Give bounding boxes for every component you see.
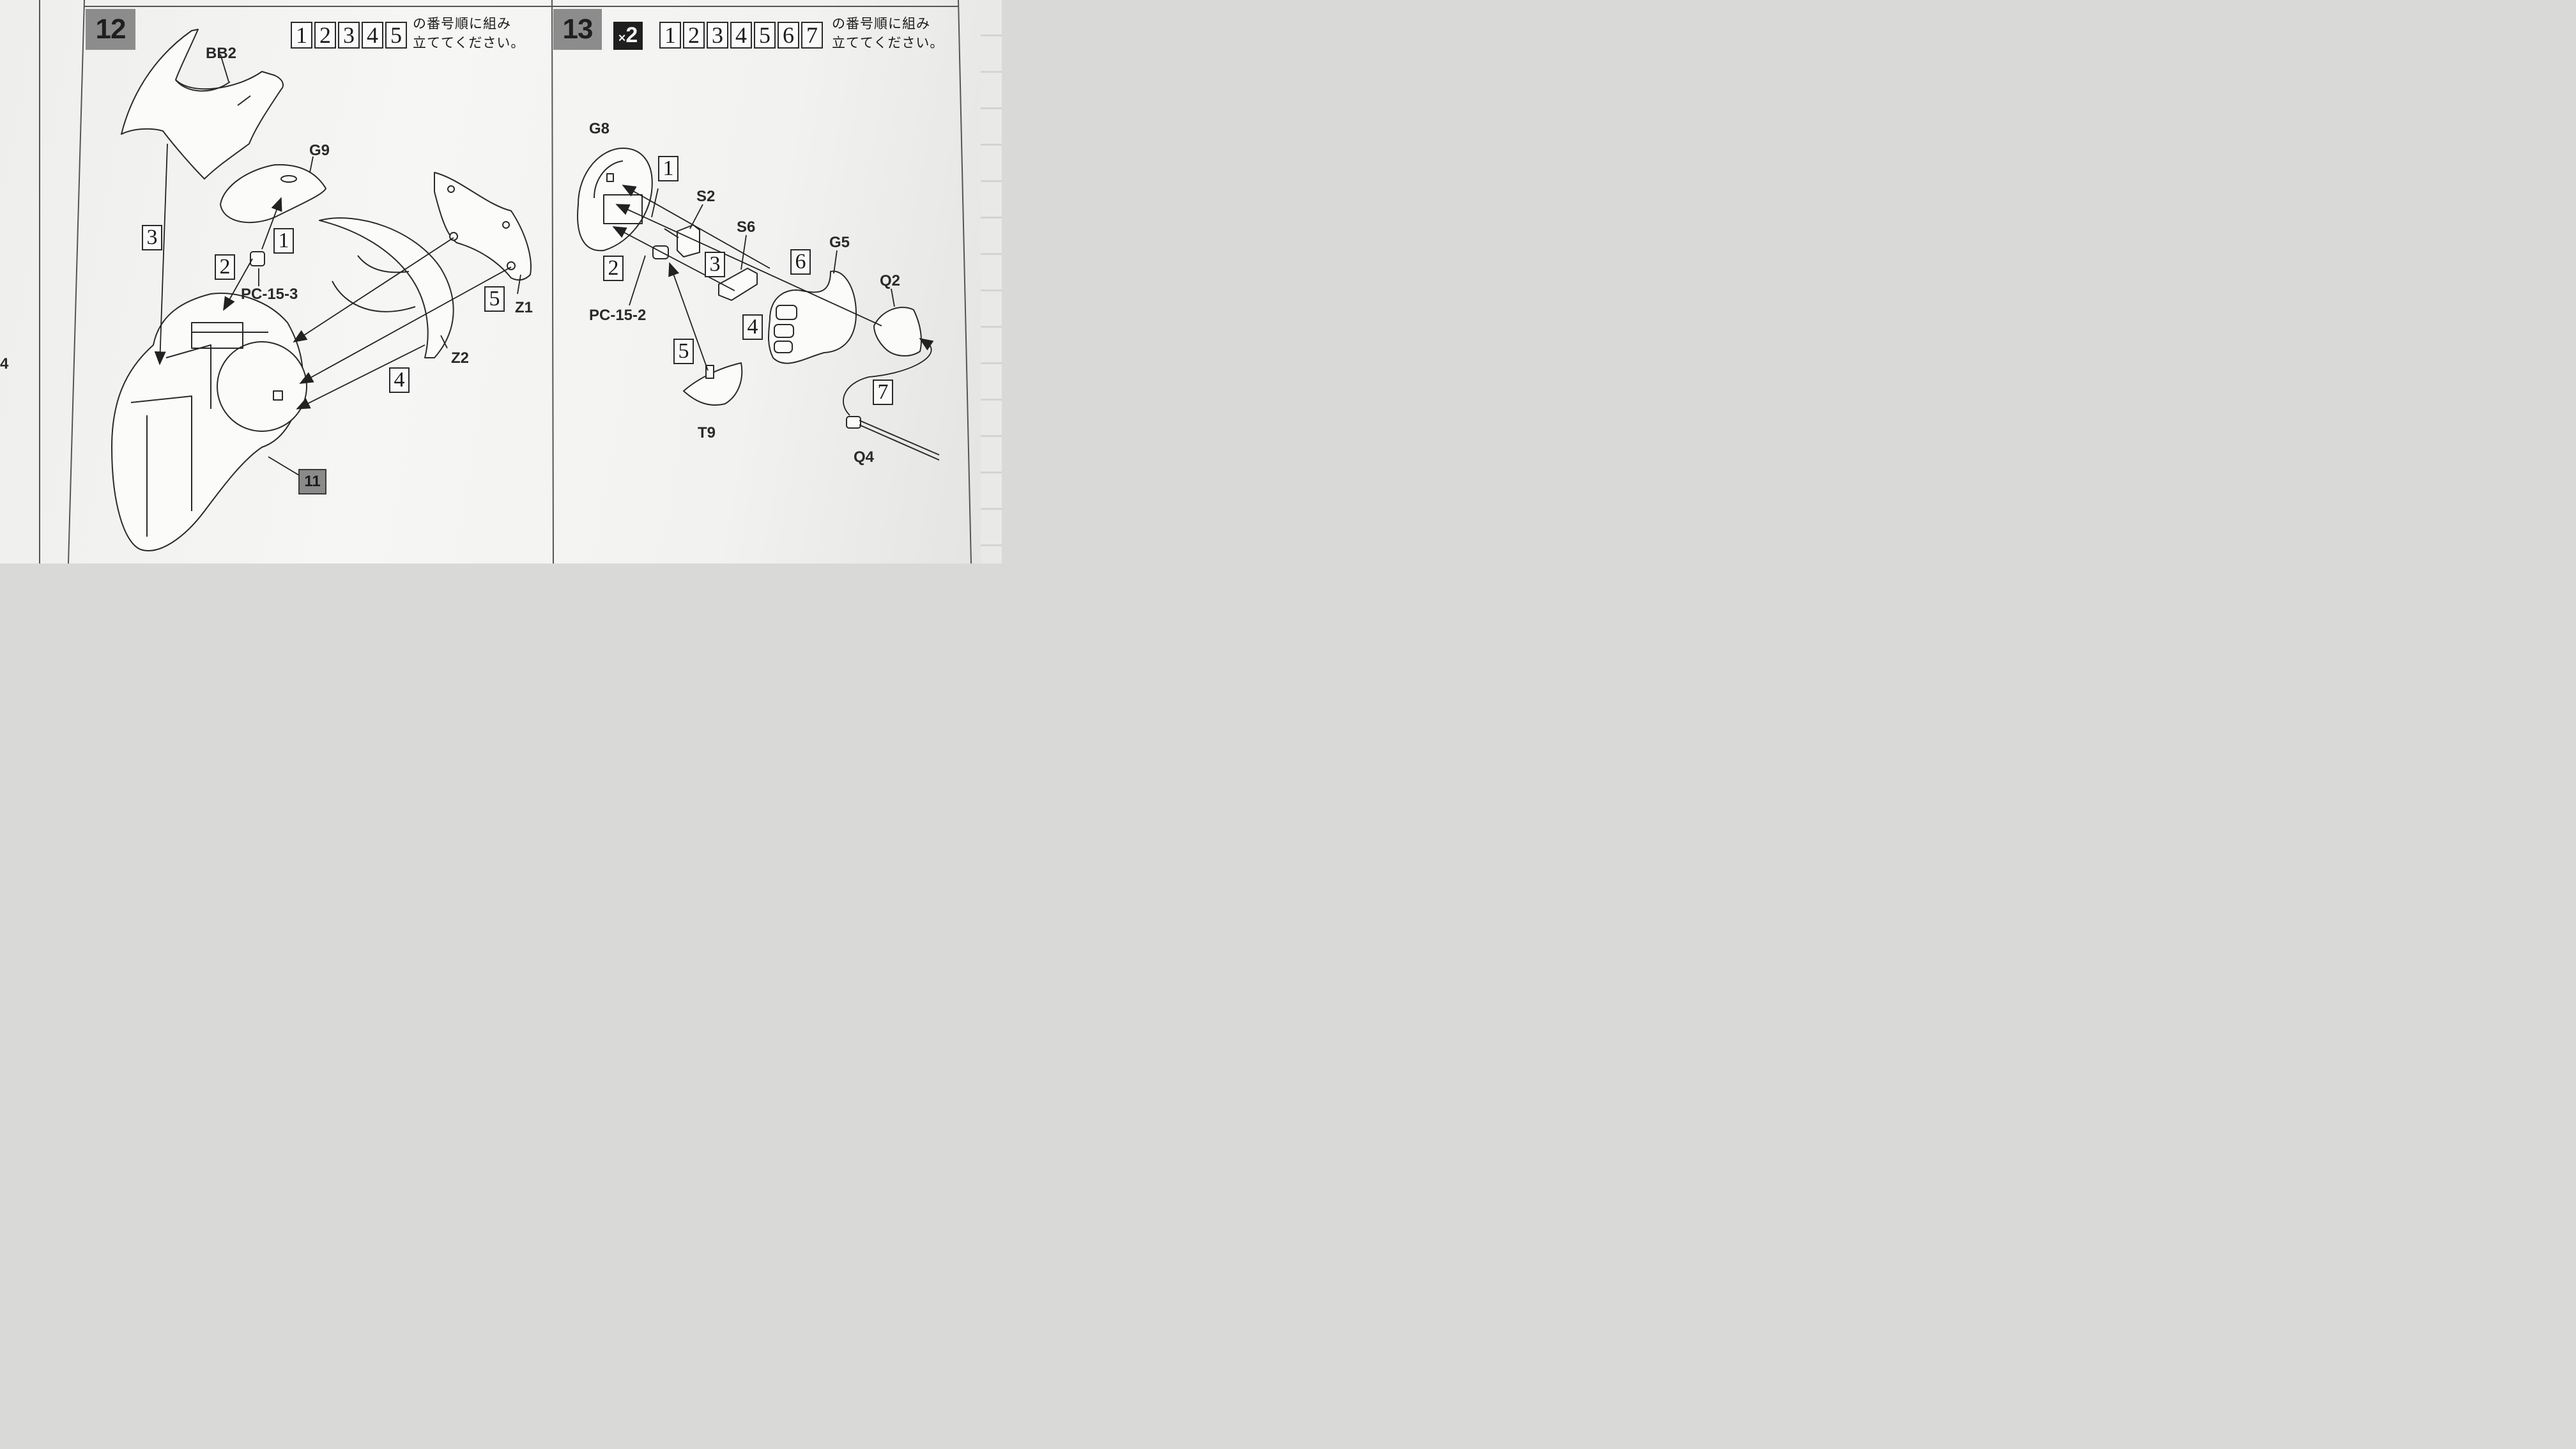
sequence-marker-5: 5 — [484, 286, 505, 312]
previous-step-fragment: 4 — [0, 355, 9, 372]
part-q2-shape — [873, 307, 922, 356]
part-label-q4: Q4 — [854, 448, 875, 466]
part-q4-shape — [846, 416, 940, 461]
part-bb2-shape — [121, 29, 284, 180]
order-box: 7 — [801, 22, 823, 49]
part-s6-shape — [718, 268, 758, 301]
sequence-marker-2: 2 — [215, 254, 235, 280]
part-label-g8: G8 — [589, 120, 610, 137]
sequence-marker-6: 6 — [790, 249, 811, 275]
order-box: 1 — [659, 22, 681, 49]
reference-step-11: 11 — [298, 469, 326, 494]
order-box: 3 — [338, 22, 360, 49]
quantity-times-sign: × — [618, 31, 626, 45]
panel-borders — [39, 0, 972, 564]
part-g5-shape — [768, 270, 857, 364]
step13-arrows — [612, 185, 934, 416]
step12-order-boxes: 1 2 3 4 5 — [291, 22, 407, 49]
part-label-g9: G9 — [309, 142, 330, 159]
order-box: 1 — [291, 22, 312, 49]
sequence-marker-3: 3 — [705, 252, 725, 277]
quantity-badge: ×2 — [613, 22, 643, 50]
step12-instruction-line2: 立ててください。 — [413, 35, 525, 50]
part-label-z2: Z2 — [451, 349, 470, 367]
step13-drawing — [577, 148, 940, 461]
sequence-marker-4: 4 — [742, 314, 763, 340]
step13-instruction-line1: の番号順に組み — [832, 16, 930, 31]
sequence-marker-7: 7 — [873, 379, 893, 405]
order-box: 4 — [362, 22, 383, 49]
order-box: 3 — [707, 22, 728, 49]
part-label-g5: G5 — [829, 234, 850, 251]
order-box: 5 — [385, 22, 407, 49]
part-label-bb2: BB2 — [206, 45, 237, 62]
order-box: 4 — [730, 22, 752, 49]
sequence-marker-1: 1 — [273, 228, 294, 254]
background-wall — [981, 0, 1002, 564]
step13-number: 13 — [553, 9, 602, 50]
order-box: 5 — [754, 22, 776, 49]
quantity-value: 2 — [625, 23, 638, 47]
part-label-pc-15-2: PC-15-2 — [589, 307, 647, 324]
sequence-marker-4: 4 — [389, 367, 410, 393]
part-pc-15-3-shape — [250, 251, 265, 266]
assembly-diagrams — [39, 0, 972, 564]
order-box: 2 — [683, 22, 705, 49]
part-label-q2: Q2 — [880, 272, 901, 289]
sequence-marker-3: 3 — [142, 225, 162, 250]
sequence-marker-5: 5 — [673, 339, 694, 364]
step13-order-boxes: 1 2 3 4 5 6 7 — [659, 22, 823, 49]
part-label-t9: T9 — [698, 424, 716, 441]
part-pc-15-2-shape — [652, 245, 669, 259]
step12-number: 12 — [86, 9, 135, 50]
order-box: 2 — [314, 22, 336, 49]
part-z2-shape — [319, 217, 454, 358]
step13-instruction-line2: 立ててください。 — [832, 35, 944, 50]
part-label-pc-15-3: PC-15-3 — [241, 286, 298, 303]
part-g9-shape — [220, 164, 326, 224]
step12-instruction-line1: の番号順に組み — [413, 16, 511, 31]
part-label-s2: S2 — [696, 188, 716, 205]
sequence-marker-1: 1 — [658, 156, 678, 181]
step12-arrows — [154, 54, 521, 477]
sequence-marker-2: 2 — [603, 256, 624, 281]
part-label-s6: S6 — [737, 218, 756, 236]
part-label-z1: Z1 — [515, 299, 533, 316]
part-g8-shape — [577, 148, 653, 252]
order-box: 6 — [778, 22, 799, 49]
